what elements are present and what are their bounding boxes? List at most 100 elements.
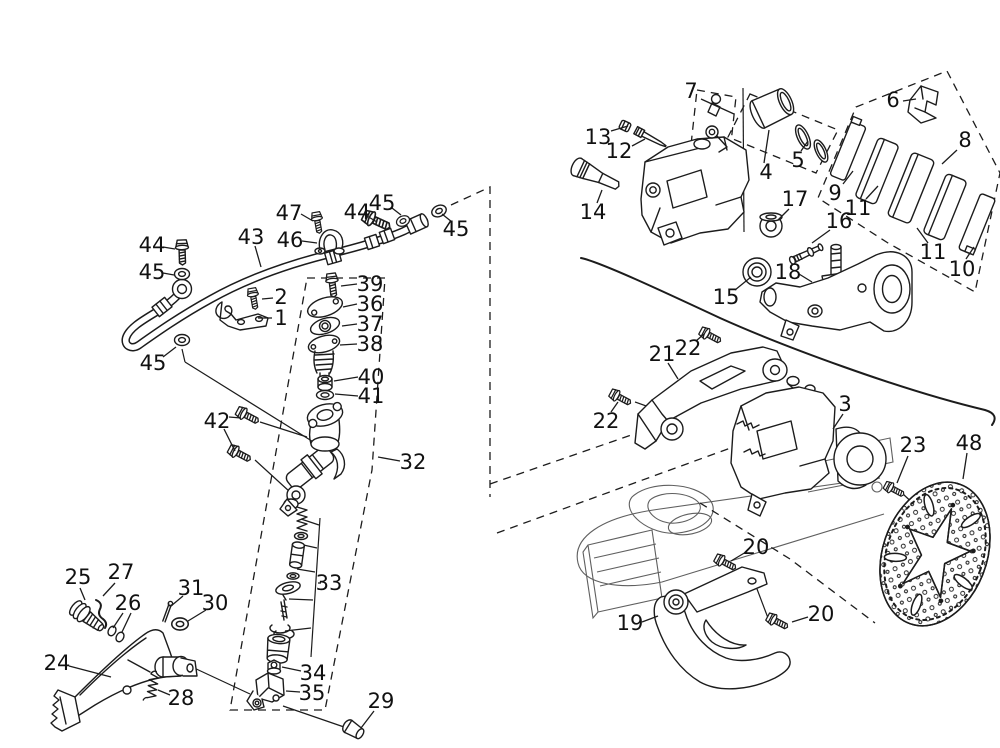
part-callout-16[interactable]: 16 xyxy=(826,209,853,233)
part-callout-32[interactable]: 32 xyxy=(400,450,427,474)
bushing-17 xyxy=(759,212,783,238)
part-callout-36[interactable]: 36 xyxy=(357,292,384,316)
part-callout-14[interactable]: 14 xyxy=(580,200,607,224)
leader-line xyxy=(334,393,359,397)
part-callout-11[interactable]: 11 xyxy=(920,240,947,264)
part-callout-7[interactable]: 7 xyxy=(684,79,697,103)
leader-line xyxy=(730,551,747,562)
part-callout-41[interactable]: 41 xyxy=(358,384,385,408)
part-callout-18[interactable]: 18 xyxy=(775,260,802,284)
clevis-pin-29 xyxy=(342,719,365,740)
part-callout-28[interactable]: 28 xyxy=(168,686,195,710)
part-callout-20[interactable]: 20 xyxy=(808,602,835,626)
part-callout-45[interactable]: 45 xyxy=(140,351,167,375)
diaphragm-37 xyxy=(309,316,341,336)
caliper-assembly-3 xyxy=(730,375,887,517)
part-callout-37[interactable]: 37 xyxy=(357,312,384,336)
leader-line xyxy=(811,229,831,244)
part-callout-44[interactable]: 44 xyxy=(139,233,166,257)
part-callout-17[interactable]: 17 xyxy=(782,187,809,211)
part-callout-24[interactable]: 24 xyxy=(44,651,71,675)
part-callout-2[interactable]: 2 xyxy=(274,285,287,309)
part-callout-4[interactable]: 4 xyxy=(759,160,772,184)
leader-line xyxy=(965,246,975,260)
part-callout-39[interactable]: 39 xyxy=(357,272,384,296)
leader-line xyxy=(79,587,86,601)
diagram-line xyxy=(254,459,291,493)
bracket-21 xyxy=(634,346,788,450)
part-callout-3[interactable]: 3 xyxy=(838,392,851,416)
part-callout-9[interactable]: 9 xyxy=(828,181,841,205)
part-callout-29[interactable]: 29 xyxy=(368,689,395,713)
part-callout-8[interactable]: 8 xyxy=(958,128,971,152)
leader-line xyxy=(377,456,401,462)
diagram-line xyxy=(756,588,769,619)
spring-28 xyxy=(142,670,160,701)
part-callout-20[interactable]: 20 xyxy=(743,535,770,559)
part-callout-6[interactable]: 6 xyxy=(886,88,899,112)
diagram-line xyxy=(310,517,321,658)
leader-line xyxy=(162,246,176,250)
leader-line xyxy=(341,323,358,327)
leader-line xyxy=(832,413,844,430)
washer-30 xyxy=(170,617,190,631)
part-callout-15[interactable]: 15 xyxy=(713,285,740,309)
part-callout-38[interactable]: 38 xyxy=(357,332,384,356)
part-callout-42[interactable]: 42 xyxy=(204,409,231,433)
part-callout-33[interactable]: 33 xyxy=(316,571,343,595)
banjo-eyelet xyxy=(171,278,193,300)
part-callout-1[interactable]: 1 xyxy=(274,306,287,330)
part-callout-44[interactable]: 44 xyxy=(344,200,371,224)
screw-39 xyxy=(324,272,341,299)
part-callout-35[interactable]: 35 xyxy=(299,681,326,705)
part-callout-19[interactable]: 19 xyxy=(617,611,644,635)
part-callout-23[interactable]: 23 xyxy=(900,433,927,457)
bushing-15 xyxy=(742,257,772,287)
leader-line xyxy=(342,303,358,308)
part-callout-47[interactable]: 47 xyxy=(276,201,303,225)
leader-line xyxy=(391,207,402,216)
bolt-16 xyxy=(788,243,824,265)
leader-line xyxy=(162,272,175,276)
nut-34 xyxy=(266,659,282,675)
master-cylinder-32 xyxy=(279,401,346,517)
part-callout-48[interactable]: 48 xyxy=(956,431,983,455)
leader-line xyxy=(360,710,375,729)
part-callout-46[interactable]: 46 xyxy=(277,228,304,252)
part-callout-25[interactable]: 25 xyxy=(65,565,92,589)
leader-line xyxy=(610,125,629,132)
part-callout-21[interactable]: 21 xyxy=(649,342,676,366)
part-callout-10[interactable]: 10 xyxy=(949,257,976,281)
part-callout-40[interactable]: 40 xyxy=(358,365,385,389)
washer-41 xyxy=(315,389,335,401)
cut-line-a xyxy=(489,431,641,485)
diagram-line xyxy=(259,421,308,438)
part-callout-26[interactable]: 26 xyxy=(115,591,142,615)
diagram-line xyxy=(296,568,316,573)
part-callout-11[interactable]: 11 xyxy=(845,196,872,220)
part-callout-45[interactable]: 45 xyxy=(139,260,166,284)
part-callout-22[interactable]: 22 xyxy=(675,336,702,360)
part-callout-45[interactable]: 45 xyxy=(443,217,470,241)
leader-line xyxy=(667,362,679,380)
brake-pad-11 xyxy=(923,173,967,241)
o-ring-26 xyxy=(107,625,125,643)
part-callout-30[interactable]: 30 xyxy=(202,591,229,615)
part-callout-12[interactable]: 12 xyxy=(606,139,633,163)
part-callout-43[interactable]: 43 xyxy=(238,225,265,249)
leader-line xyxy=(800,140,809,152)
bleeder-7 xyxy=(705,93,728,153)
part-callout-31[interactable]: 31 xyxy=(178,576,205,600)
part-callout-27[interactable]: 27 xyxy=(108,560,135,584)
hose-end-fitting xyxy=(404,213,429,235)
enclosure-5 xyxy=(727,93,839,174)
screw-20 xyxy=(764,610,791,633)
part-callout-5[interactable]: 5 xyxy=(791,148,804,172)
part-callout-34[interactable]: 34 xyxy=(300,661,327,685)
pad-shim-9 xyxy=(829,115,867,181)
part-callout-13[interactable]: 13 xyxy=(585,125,612,149)
part-callout-45[interactable]: 45 xyxy=(369,191,396,215)
cotter-pin-31 xyxy=(162,600,174,623)
part-callout-22[interactable]: 22 xyxy=(593,409,620,433)
